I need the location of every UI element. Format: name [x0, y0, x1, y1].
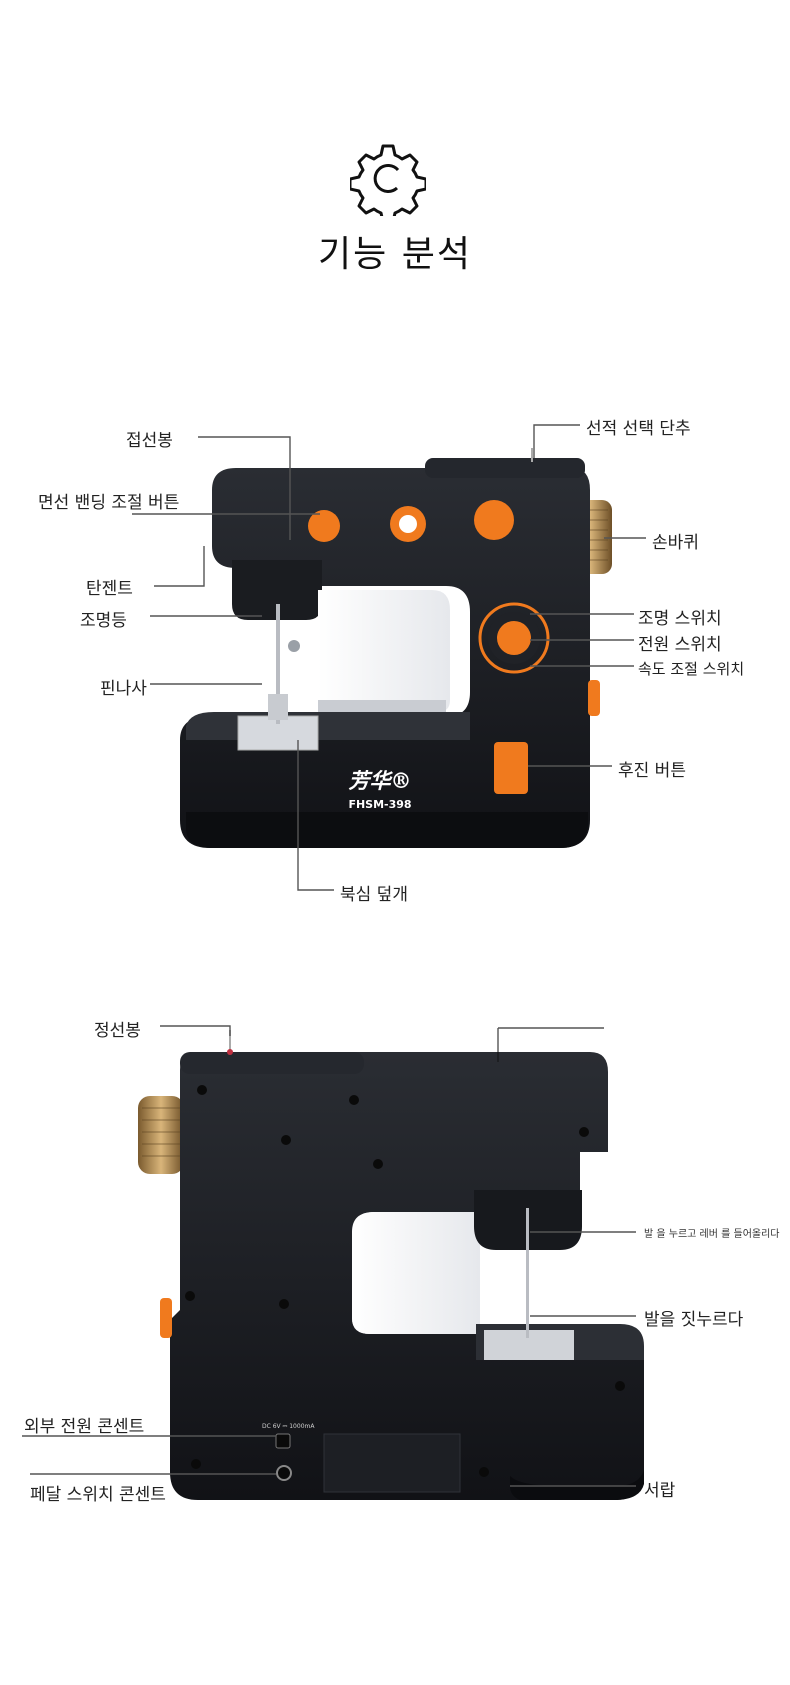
- label-presser-lever: 발 을 누르고 레버 를 들어올리다: [644, 1229, 780, 1240]
- label-speed-switch: 속도 조절 스위치: [638, 660, 745, 678]
- label-presser-foot: 발을 짓누르다: [644, 1310, 744, 1330]
- label-light-switch: 조명 스위치: [638, 609, 722, 629]
- leader-lines: [22, 424, 646, 1487]
- label-handwheel: 손바퀴: [652, 533, 699, 553]
- label-pedal-socket: 페달 스위치 콘센트: [30, 1485, 166, 1505]
- label-pin-screw: 핀나사: [100, 679, 147, 699]
- label-tension: 탄젠트: [86, 579, 133, 599]
- label-reverse-button: 후진 버튼: [618, 761, 686, 781]
- label-thread-spool: 접선봉: [126, 431, 173, 451]
- label-light: 조명등: [80, 611, 127, 631]
- gear-icon: [350, 144, 426, 216]
- label-stitch-select: 선적 선택 단추: [586, 419, 691, 439]
- front-machine: [180, 448, 612, 848]
- label-bobbin-cover: 북심 덮개: [340, 885, 408, 905]
- model-number: FHSM-398: [348, 798, 411, 811]
- label-drawer: 서랍: [644, 1481, 676, 1501]
- page-title: 기능 분석: [318, 234, 472, 275]
- label-external-power: 외부 전원 콘센트: [24, 1417, 145, 1437]
- port-spec-text: DC 6V ⎓ 1000mA: [262, 1423, 315, 1430]
- back-machine: [138, 1028, 644, 1500]
- label-power-switch: 전원 스위치: [638, 635, 722, 655]
- label-spool-pin: 정선봉: [94, 1021, 141, 1041]
- brand-logo: 芳华®: [349, 768, 412, 793]
- label-thread-tension-button: 면선 밴딩 조절 버튼: [38, 493, 180, 513]
